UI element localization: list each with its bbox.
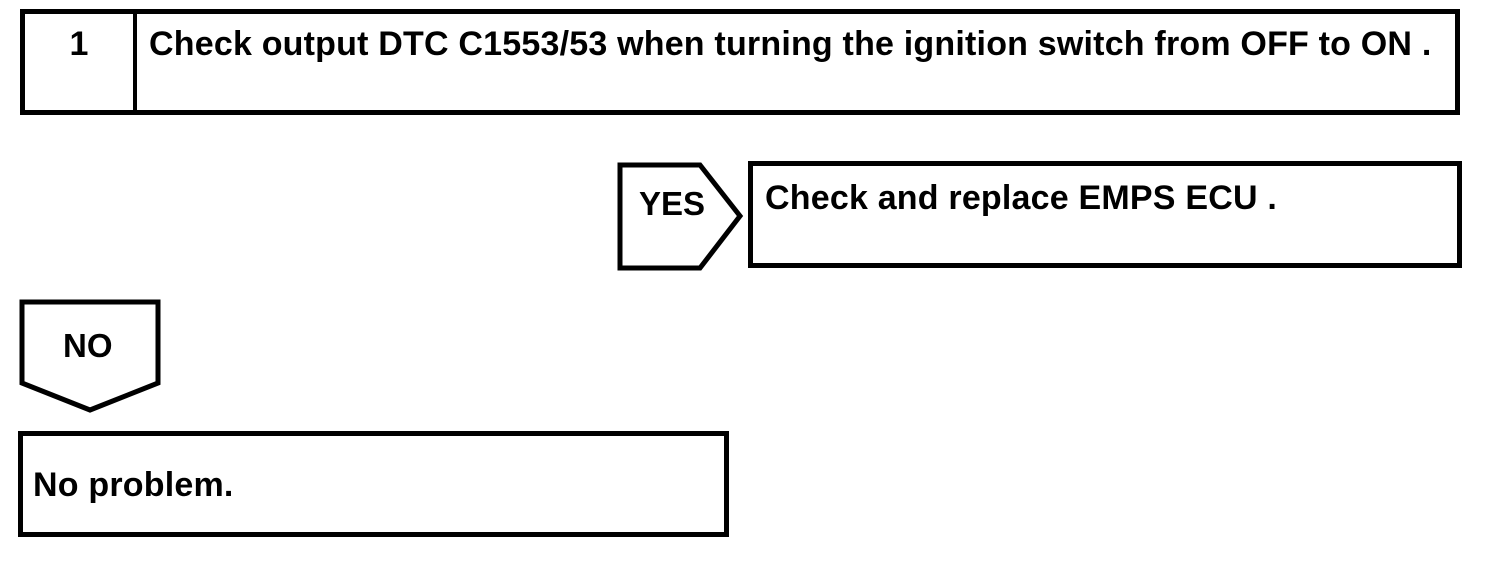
yes-action-box: Check and replace EMPS ECU . <box>748 161 1462 268</box>
no-connector-label: NO <box>63 327 113 364</box>
yes-action-text: Check and replace EMPS ECU . <box>765 179 1277 217</box>
yes-connector: YES <box>615 160 745 273</box>
no-action-text: No problem. <box>33 466 234 504</box>
step-box: 1 Check output DTC C1553/53 when turning… <box>20 9 1460 115</box>
yes-connector-label: YES <box>639 185 706 222</box>
no-action-box: No problem. <box>18 431 729 537</box>
yes-pentagon-icon <box>617 162 744 271</box>
no-pentagon-icon <box>19 299 161 413</box>
no-connector: NO <box>17 297 163 415</box>
step-number-cell: 1 <box>25 14 137 110</box>
step-instruction: Check output DTC C1553/53 when turning t… <box>149 25 1432 63</box>
